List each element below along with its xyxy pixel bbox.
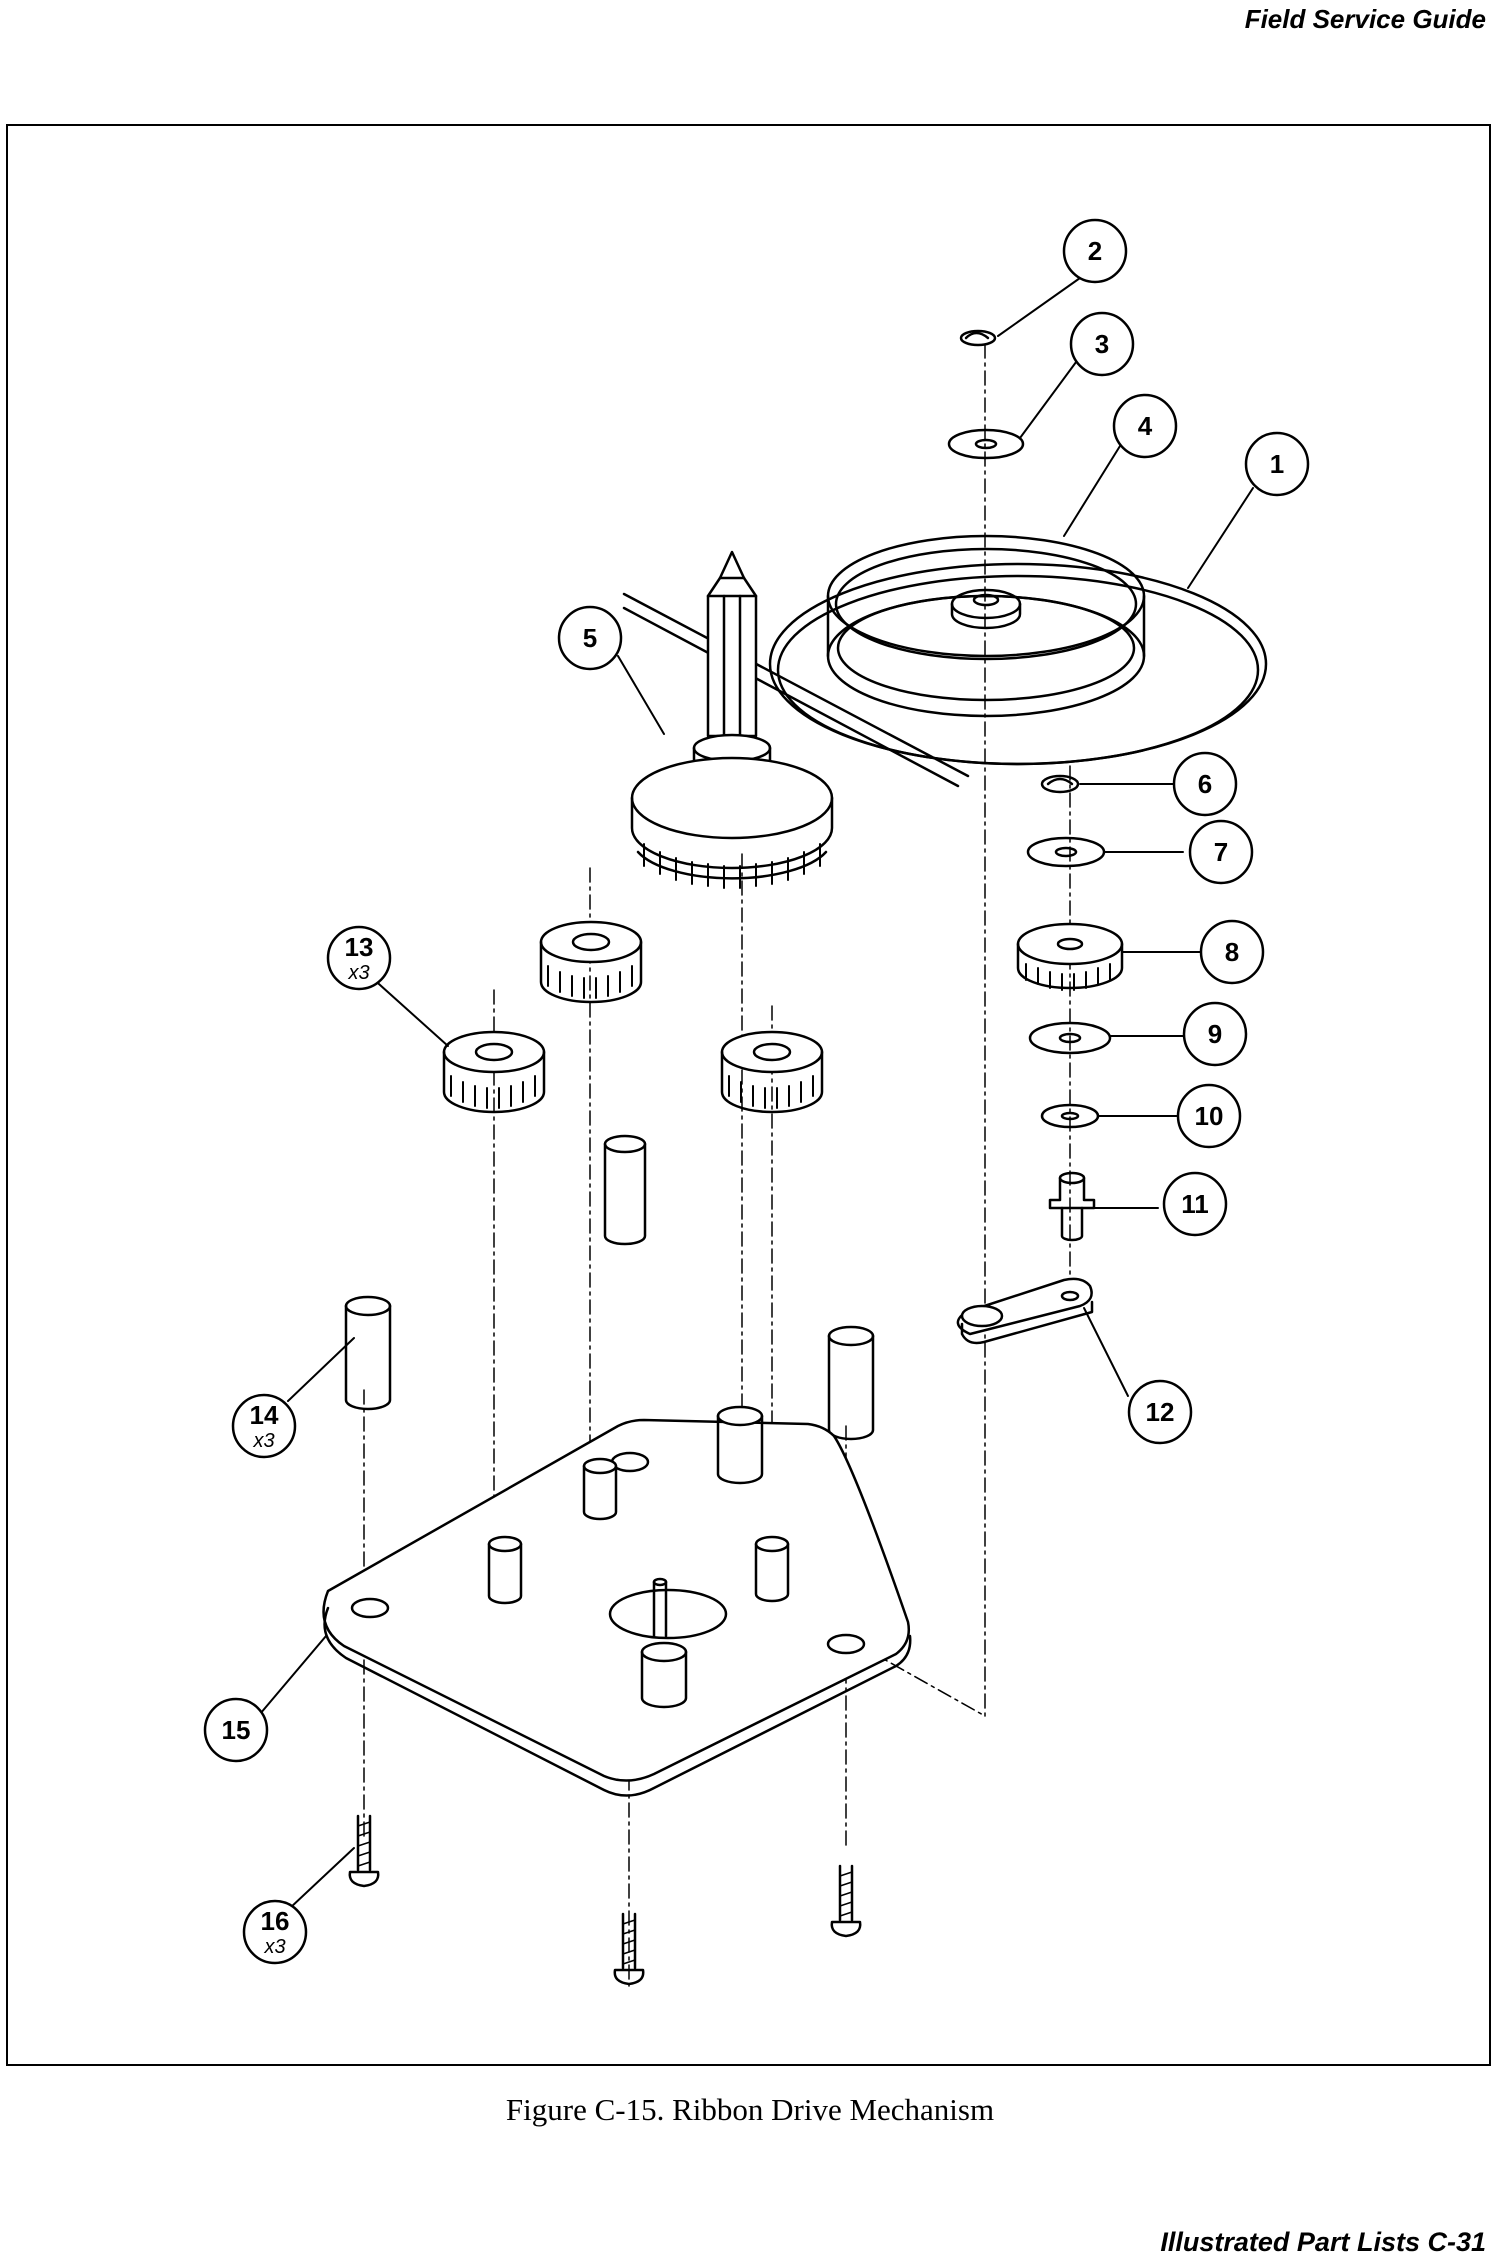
- pivot-stud-11: [1048, 1171, 1096, 1242]
- callout-14-qty: x3: [252, 1430, 274, 1452]
- idler-gear-8: [1016, 922, 1124, 991]
- callout-15-number: 15: [222, 1715, 251, 1745]
- callout-6-number: 6: [1198, 769, 1212, 799]
- leader-lines: [259, 277, 1254, 1909]
- callout-16-qty: x3: [263, 1936, 285, 1958]
- callout-13-qty: x3: [347, 962, 369, 984]
- washer-7: [1026, 836, 1106, 868]
- base-plate-15: [322, 1405, 912, 1797]
- callout-12-number: 12: [1146, 1397, 1175, 1427]
- callout-8-number: 8: [1225, 937, 1239, 967]
- e-clip-top: [959, 329, 997, 347]
- callout-13-number: 13: [345, 932, 374, 962]
- belt-strip: [622, 592, 970, 788]
- spacer-14a: [603, 1134, 647, 1246]
- drive-pulley: [826, 534, 1146, 718]
- idler-gear-13c: [720, 1030, 824, 1114]
- ribbon-belt: [768, 562, 1268, 766]
- washer-3: [947, 428, 1025, 460]
- callout-10-number: 10: [1195, 1101, 1224, 1131]
- figure-frame: 1 2 3 4 5 6 7 8 9 10 11 12 13 x3 14 x3 1…: [6, 124, 1491, 2066]
- screw-16a: [348, 1814, 380, 1888]
- washer-9: [1028, 1021, 1112, 1055]
- callout-circles: [203, 218, 1310, 1965]
- screw-16b: [830, 1864, 862, 1938]
- callout-9-number: 9: [1208, 1019, 1222, 1049]
- spacer-14c: [827, 1325, 875, 1441]
- lever-arm-12: [956, 1277, 1094, 1345]
- spacer-14b: [344, 1295, 392, 1411]
- screw-16c: [613, 1912, 645, 1986]
- page-header-title: Field Service Guide: [1244, 4, 1486, 34]
- idler-gear-13a: [539, 920, 643, 1004]
- callout-2-number: 2: [1088, 236, 1102, 266]
- page-footer: Illustrated Part Lists C-31: [1160, 2227, 1486, 2257]
- callout-16-number: 16: [261, 1906, 290, 1936]
- drive-gear-shaft: [630, 550, 834, 889]
- callout-11-number: 11: [1181, 1189, 1209, 1219]
- exploded-view-diagram: 1 2 3 4 5 6 7 8 9 10 11 12 13 x3 14 x3 1…: [203, 218, 1310, 1987]
- e-clip-6: [1040, 774, 1080, 794]
- callout-1-number: 1: [1270, 449, 1284, 479]
- callout-4-number: 4: [1138, 411, 1153, 441]
- callout-7-number: 7: [1214, 837, 1228, 867]
- callout-3-number: 3: [1095, 329, 1109, 359]
- callout-14-number: 14: [250, 1400, 279, 1430]
- callout-5-number: 5: [583, 623, 597, 653]
- idler-gear-13b: [442, 1030, 546, 1114]
- figure-caption: Figure C-15. Ribbon Drive Mechanism: [505, 2092, 995, 2127]
